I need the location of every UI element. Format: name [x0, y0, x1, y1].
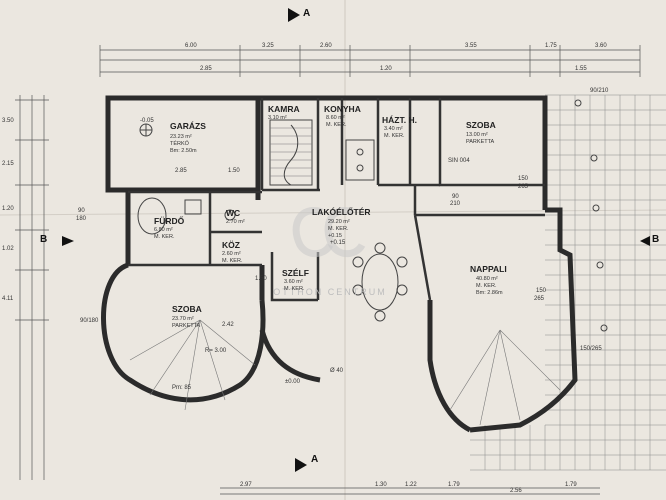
inner-label-4: 90	[78, 208, 85, 214]
window-label-1: 150/265	[580, 346, 602, 352]
room-closet-area: 3.60 m²	[284, 279, 303, 285]
inner-label-11: 265	[534, 296, 545, 302]
terrace-grid	[470, 94, 666, 471]
room-bedroom-top-area: 13.00 m²	[466, 132, 488, 138]
dim-top-7: 1.20	[380, 66, 392, 72]
room-hall-floor: M. KER.	[222, 258, 243, 264]
dim-bottom-1: 1.30	[375, 482, 387, 488]
dim-left-3: 1.02	[2, 246, 14, 252]
inner-label-10: 150	[536, 288, 547, 294]
room-wc-name: WC	[226, 208, 240, 218]
room-dining-level: +0.15	[328, 233, 342, 239]
room-utility-area: 3.40 m²	[384, 126, 403, 132]
inner-walls	[128, 98, 561, 426]
dim-bottom-3: 1.79	[448, 482, 460, 488]
room-dining-area: 29.20 m²	[328, 219, 350, 225]
level-2: -0.05	[140, 118, 154, 124]
room-pantry-area: 3.10 m²	[268, 115, 287, 121]
room-garage-area: 23.23 m²	[170, 134, 192, 140]
room-utility-name: HÁZT. H.	[382, 115, 417, 125]
dim-left-1: 2.15	[2, 161, 14, 167]
dim-left-0: 3.50	[2, 118, 14, 124]
inner-label-3: 1.50	[255, 276, 267, 282]
room-living-area: 40.80 m²	[476, 276, 498, 282]
section-a-top: A	[303, 8, 310, 19]
room-garage-floor: TÉRKŐ	[170, 140, 190, 147]
inner-label-8: 90	[452, 194, 459, 200]
dim-left-2: 1.20	[2, 206, 14, 212]
dim-top-2: 2.60	[320, 43, 332, 49]
room-utility-floor: M. KER.	[384, 133, 405, 139]
section-a-bottom: A	[311, 454, 318, 465]
dim-top-4: 1.75	[545, 43, 557, 49]
room-hall-name: KÖZ	[222, 240, 240, 250]
room-bath-floor: M. KER.	[154, 234, 175, 240]
inner-label-1: 1.50	[228, 168, 240, 174]
dim-left-4: 4.11	[2, 296, 14, 302]
dim-top-8: 1.55	[575, 66, 587, 72]
room-closet-name: SZÉLF	[282, 268, 309, 278]
dimension-lines	[15, 45, 641, 495]
dim-top-5: 3.60	[595, 43, 607, 49]
inner-label-7: 265	[518, 184, 529, 190]
room-bath-name: FÜRDŐ	[154, 215, 185, 226]
dim-top-3: 3.55	[465, 43, 477, 49]
watermark-text: OTTHON CENTRUM	[273, 287, 387, 297]
dim-bottom-4: 2.56	[510, 488, 522, 494]
section-b-left: B	[40, 234, 47, 245]
section-b-right: B	[652, 234, 659, 245]
room-living-floor: M. KER.	[476, 283, 497, 289]
inner-label-2: 2.42	[222, 322, 234, 328]
room-bath-area: 6.80 m²	[154, 227, 173, 233]
room-bedroom-left-area: 23.70 m²	[172, 316, 194, 322]
dim-top-0: 6.00	[185, 43, 197, 49]
room-living-height: Bm: 2.86m	[476, 290, 503, 296]
room-labels: GARÁZS 23.23 m² TÉRKŐ Bm: 2.50m KAMRA 3.…	[154, 104, 507, 329]
room-closet-floor: M. KER.	[284, 286, 305, 292]
room-kitchen-name: KONYHA	[324, 104, 361, 114]
misc-label-3: Ø 40	[330, 368, 344, 374]
dim-bottom-5: 1.79	[565, 482, 577, 488]
room-wc-area: 2.70 m²	[226, 219, 245, 225]
room-kitchen-floor: M. KER.	[326, 122, 347, 128]
room-hall-area: 2.60 m²	[222, 251, 241, 257]
room-pantry-name: KAMRA	[268, 104, 300, 114]
inner-label-5: 180	[76, 216, 87, 222]
dim-top-1: 3.25	[262, 43, 274, 49]
room-dining-name: LAKÓÉLŐTÉR	[312, 206, 371, 217]
misc-label-0: SIN 004	[448, 158, 470, 164]
section-markers: A A B B	[40, 8, 659, 472]
dimension-labels: 6.00 3.25 2.60 3.55 1.75 3.60 2.85 1.20 …	[2, 43, 609, 494]
dim-bottom-2: 1.22	[405, 482, 417, 488]
room-bedroom-left-name: SZOBA	[172, 304, 202, 314]
room-bedroom-top-floor: PARKETTA	[466, 139, 495, 145]
dim-bottom-0: 2.97	[240, 482, 252, 488]
room-bedroom-top-name: SZOBA	[466, 120, 496, 130]
room-bedroom-left-floor: PARKETTA	[172, 323, 201, 329]
misc-label-1: Pm: 85	[172, 385, 192, 391]
walls	[101, 95, 578, 433]
inner-label-6: 150	[518, 176, 529, 182]
inner-label-0: 2.85	[175, 168, 187, 174]
level-0: ±0.00	[285, 379, 301, 385]
window-label-2: 90/210	[590, 88, 609, 94]
room-garage-height: Bm: 2.50m	[170, 148, 197, 154]
room-garage-name: GARÁZS	[170, 121, 206, 131]
room-living-name: NAPPALI	[470, 264, 507, 274]
window-label-0: 90/180	[80, 318, 99, 324]
room-dining-floor: M. KER.	[328, 226, 349, 232]
dim-top-6: 2.85	[200, 66, 212, 72]
inner-label-9: 210	[450, 201, 461, 207]
level-1: +0.15	[330, 240, 346, 246]
misc-label-2: R= 3.00	[205, 348, 227, 354]
room-kitchen-area: 8.60 m²	[326, 115, 345, 121]
watermark-logo: OTTHON CENTRUM	[273, 207, 387, 297]
